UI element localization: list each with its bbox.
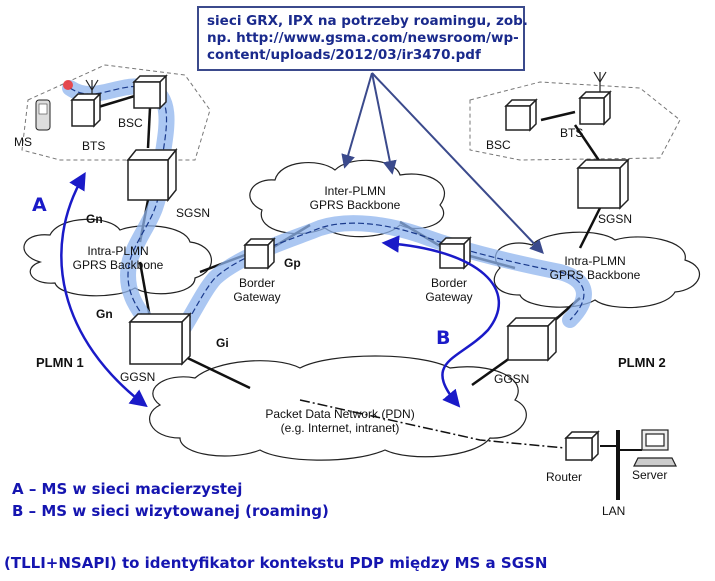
left-ggsn-box	[128, 312, 192, 366]
right-antenna-icon	[593, 71, 607, 92]
pdn-line-2: (e.g. Internet, intranet)	[280, 421, 400, 435]
callout-arrows	[341, 72, 544, 255]
gp-label: Gp	[284, 256, 301, 270]
right-sgsn-label: SGSN	[598, 212, 633, 226]
pdn-line-1: Packet Data Network (PDN)	[265, 407, 415, 421]
plmn2-label: PLMN 2	[618, 355, 666, 370]
gi-label: Gi	[216, 336, 229, 350]
right-bts-box	[578, 90, 612, 126]
right-bts-label: BTS	[560, 126, 584, 140]
gn-lower-label: Gn	[96, 307, 113, 321]
left-sgsn-label: SGSN	[176, 206, 211, 220]
inter-plmn-label: Inter-PLMN GPRS Backbone	[290, 184, 420, 212]
router-label: Router	[546, 470, 583, 484]
legend-b: B – MS w sieci wizytowanej (roaming)	[12, 502, 329, 520]
inter-plmn-line-1: Inter-PLMN	[324, 184, 386, 198]
left-border-line-2: Gateway	[233, 290, 281, 304]
left-backbone-line-2: GPRS Backbone	[72, 258, 164, 272]
mobile-station-icon	[35, 80, 73, 131]
left-border-gateway-label: Border Gateway	[222, 276, 292, 304]
callout-line-2: np. http://www.gsma.com/newsroom/wp-	[207, 30, 519, 46]
server-icon	[633, 429, 677, 467]
left-bts-label: BTS	[82, 139, 106, 153]
left-cell-area	[21, 64, 211, 161]
right-border-gateway-label: Border Gateway	[414, 276, 484, 304]
footer-note: (TLLI+NSAPI) to identyfikator kontekstu …	[4, 554, 548, 572]
left-border-gateway-box	[243, 237, 276, 270]
left-border-line-1: Border	[238, 276, 276, 290]
right-backbone-label: Intra-PLMN GPRS Backbone	[540, 254, 650, 282]
arrow-b	[381, 235, 500, 408]
marker-b: B	[436, 327, 451, 349]
right-bsc-label: BSC	[486, 138, 511, 152]
left-sgsn-box	[126, 147, 178, 203]
ms-label: MS	[14, 135, 32, 149]
plmn1-label: PLMN 1	[36, 355, 84, 370]
lan-label: LAN	[602, 504, 626, 518]
gn-upper-label: Gn	[86, 212, 103, 226]
roaming-callout: sieci GRX, IPX na potrzeby roamingu, zob…	[197, 6, 528, 71]
legend-a: A – MS w sieci macierzystej	[12, 480, 243, 498]
right-bsc-box	[504, 98, 538, 132]
left-bsc-label: BSC	[118, 116, 143, 130]
roaming-path-line	[69, 85, 585, 345]
left-bts-box	[70, 92, 102, 128]
pdn-to-router-link	[299, 399, 566, 449]
server-label: Server	[632, 468, 668, 482]
right-ggsn-box	[506, 316, 558, 362]
right-backbone-line-1: Intra-PLMN	[564, 254, 626, 268]
router-box	[564, 430, 600, 462]
pdn-label: Packet Data Network (PDN) (e.g. Internet…	[240, 407, 440, 435]
right-sgsn-box	[576, 158, 630, 210]
marker-a: A	[32, 194, 47, 216]
callout-line-3: content/uploads/2012/03/ir3470.pdf	[207, 47, 481, 63]
inter-plmn-line-2: GPRS Backbone	[309, 198, 401, 212]
right-ggsn-label: GGSN	[494, 372, 530, 386]
right-cell-area	[469, 81, 681, 161]
right-border-line-1: Border	[430, 276, 468, 290]
left-backbone-label: Intra-PLMN GPRS Backbone	[58, 244, 178, 272]
arrow-a	[60, 171, 148, 408]
left-backbone-line-1: Intra-PLMN	[87, 244, 149, 258]
right-border-line-2: Gateway	[425, 290, 473, 304]
right-backbone-line-2: GPRS Backbone	[549, 268, 641, 282]
left-bsc-box	[132, 74, 168, 110]
callout-line-1: sieci GRX, IPX na potrzeby roamingu, zob…	[207, 13, 528, 29]
left-ggsn-label: GGSN	[120, 370, 156, 384]
